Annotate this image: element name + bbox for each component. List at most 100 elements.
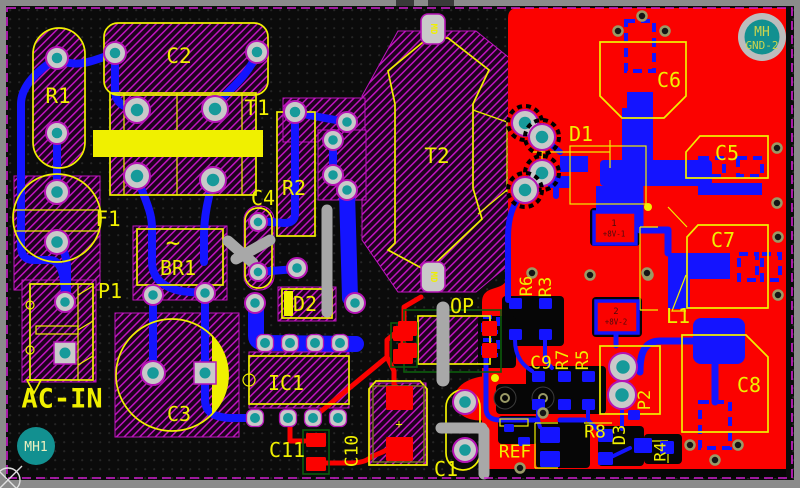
smd-pad-top[interactable] (306, 433, 326, 447)
silk-label-L1[interactable]: L1 (666, 304, 690, 328)
via[interactable] (537, 407, 549, 419)
tht-pad[interactable] (283, 100, 307, 124)
via[interactable] (659, 25, 671, 37)
via[interactable] (709, 454, 721, 466)
silk-label-C3[interactable]: C3 (167, 402, 191, 426)
via[interactable] (612, 25, 624, 37)
tht-square-pad[interactable] (53, 341, 77, 365)
silk-label-C6[interactable]: C6 (657, 68, 681, 92)
silk-label-IC1[interactable]: IC1 (268, 371, 304, 395)
tht-pad-thermal[interactable] (523, 118, 561, 156)
tht-pad[interactable] (194, 282, 216, 304)
plated-hole-pad[interactable] (493, 386, 517, 410)
tht-pad[interactable] (452, 437, 478, 463)
smd-pad-bottom[interactable] (598, 452, 613, 465)
tht-pad[interactable] (336, 179, 358, 201)
tht-pad-thermal[interactable] (506, 171, 544, 209)
silk-label-C10[interactable]: C10 (342, 435, 363, 468)
smd-pad-top[interactable] (482, 343, 497, 358)
silk-label-BR1-symbol[interactable]: ~ (166, 229, 180, 257)
tht-pad[interactable] (44, 229, 70, 255)
gray-traces[interactable] (222, 204, 490, 480)
silk-label-D3[interactable]: D3 (610, 425, 630, 445)
smd-pad-top[interactable] (386, 386, 413, 410)
ic-pad[interactable] (330, 333, 350, 353)
board-outline[interactable] (6, 7, 793, 479)
tht-pad[interactable] (248, 262, 268, 282)
smd-pad-top[interactable] (398, 321, 417, 336)
smd-pad-top[interactable] (306, 457, 326, 471)
smd-pad-bottom[interactable] (539, 298, 552, 309)
silk-label-R7[interactable]: R7 (553, 350, 573, 370)
mounting-hole-MH1[interactable]: MH1 (17, 427, 55, 465)
tht-pad[interactable] (45, 121, 69, 145)
tht-pad[interactable] (344, 292, 366, 314)
smd-pad-top[interactable] (386, 437, 413, 461)
smd-pad-bottom[interactable] (558, 399, 571, 410)
smd-pad-bottom[interactable] (518, 437, 530, 446)
via[interactable] (636, 10, 648, 22)
tht-pad[interactable] (608, 352, 638, 382)
via[interactable] (684, 439, 696, 451)
tht-pad[interactable] (286, 257, 308, 279)
tht-pad[interactable] (248, 212, 268, 232)
smd-pad-bottom[interactable] (532, 371, 545, 382)
silk-label-C2[interactable]: C2 (166, 44, 191, 68)
tht-pad[interactable] (140, 360, 166, 386)
ic-pad[interactable] (305, 333, 325, 353)
silk-label-P1[interactable]: P1 (98, 279, 122, 303)
smd-pad-bottom[interactable] (628, 410, 640, 420)
smd-pad-bottom[interactable] (540, 451, 560, 467)
test-point[interactable] (491, 374, 499, 382)
via[interactable] (584, 269, 596, 281)
ic-pad[interactable] (278, 408, 298, 428)
ic-pad[interactable] (303, 408, 323, 428)
tht-pad[interactable] (245, 40, 269, 64)
tht-square-pad[interactable] (193, 361, 217, 385)
silk-label-AC-IN[interactable]: AC-IN (21, 384, 102, 415)
tht-pad[interactable] (123, 162, 151, 190)
smd-pad-bottom[interactable] (582, 371, 595, 382)
silk-label-P2[interactable]: P2 (635, 390, 655, 410)
silk-label-D2[interactable]: D2 (293, 292, 317, 316)
ic-pad[interactable] (328, 408, 348, 428)
tht-pad[interactable] (142, 284, 164, 306)
silk-label-R5[interactable]: R5 (573, 350, 593, 370)
smd-pad-bottom[interactable] (539, 329, 552, 340)
silk-label-C10-polarity[interactable]: + (395, 417, 402, 431)
tht-pad[interactable] (103, 41, 127, 65)
silk-label-R4[interactable]: R4 (651, 442, 670, 461)
smd-pad-bottom[interactable] (634, 438, 652, 453)
mounting-pad-md[interactable] (420, 13, 446, 45)
tht-pad[interactable] (244, 292, 266, 314)
silk-label-C9[interactable]: C9 (530, 353, 552, 374)
via[interactable] (771, 142, 783, 154)
smd-pad-bottom[interactable] (509, 329, 522, 340)
smd-pad-bottom[interactable] (660, 441, 674, 454)
smd-pad-bottom[interactable] (598, 429, 613, 442)
tht-pad[interactable] (322, 164, 344, 186)
silk-label-R6[interactable]: R6 (517, 276, 537, 296)
silk-label-C4[interactable]: C4 (251, 186, 275, 210)
copper-zone-ic1[interactable] (248, 351, 350, 409)
silk-label-REF[interactable]: REF (499, 442, 532, 463)
silk-label-R2[interactable]: R2 (282, 176, 306, 200)
via[interactable] (526, 267, 538, 279)
tht-pad[interactable] (336, 111, 358, 133)
smd-pad-top[interactable] (482, 321, 497, 336)
tht-pad[interactable] (45, 46, 69, 70)
silk-label-C7[interactable]: C7 (711, 228, 735, 252)
smd-pad-bottom[interactable] (504, 424, 514, 432)
ic-pad[interactable] (280, 333, 300, 353)
smd-pad-bottom[interactable] (532, 399, 545, 410)
silk-label-F1[interactable]: F1 (95, 207, 120, 231)
via[interactable] (641, 267, 653, 279)
tht-pad[interactable] (452, 389, 478, 415)
via[interactable] (772, 289, 784, 301)
pads-layer[interactable] (44, 10, 784, 474)
smd-pad-bottom[interactable] (582, 399, 595, 410)
